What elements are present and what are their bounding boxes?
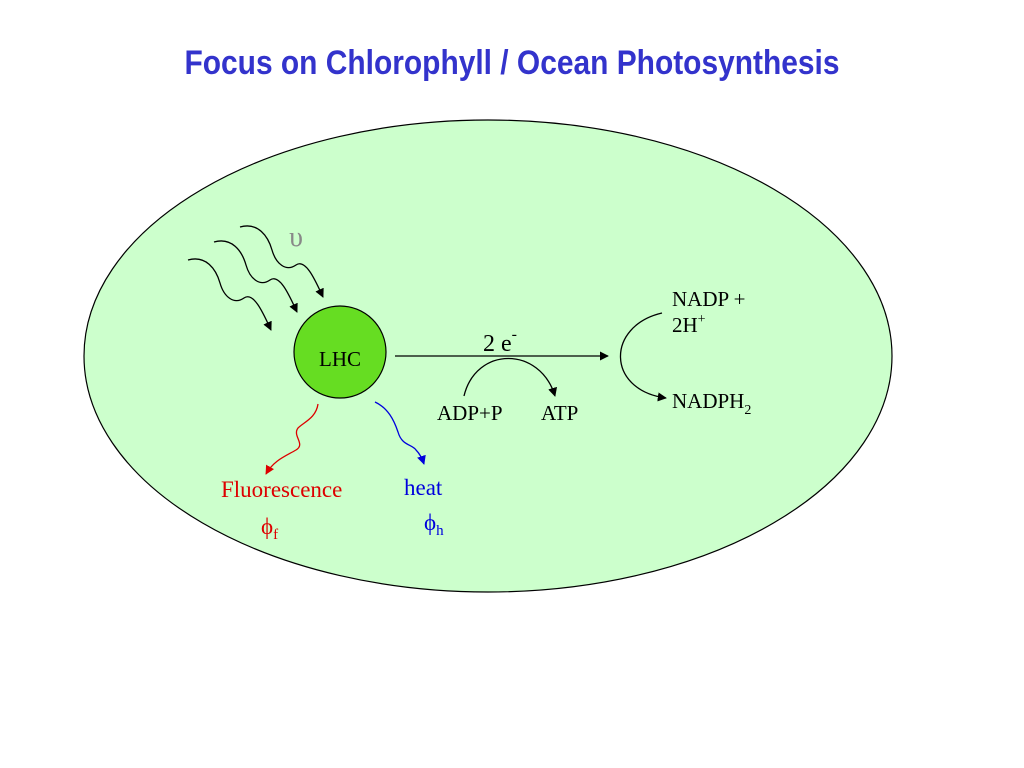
nadph-text: NADPH [672, 389, 744, 413]
hydrogen-charge-sup: + [698, 312, 706, 327]
page-title: Focus on Chlorophyll / Ocean Photosynthe… [184, 44, 840, 82]
nadph-label: NADPH2 [672, 389, 751, 418]
light-wave-arrow-2 [213, 240, 298, 313]
fluorescence-yield: ϕf [261, 514, 278, 543]
atp-label: ATP [541, 401, 578, 425]
light-wave-arrow-1 [239, 225, 324, 298]
fluorescence-label: Fluorescence [221, 477, 342, 502]
nadp-reduction-arrow [619, 312, 667, 402]
heat-arrow [374, 401, 426, 465]
atp-synthesis-arrow [463, 358, 557, 397]
nadp-reactant-line1: NADP + [672, 287, 746, 311]
fluorescence-phi: ϕ [261, 514, 273, 539]
nadph-subscript: 2 [744, 403, 751, 418]
electron-flow-label: 2 e- [483, 326, 517, 357]
adp-label: ADP+P [437, 401, 503, 425]
lhc-label: LHC [319, 347, 361, 371]
electron-charge-sup: - [512, 326, 517, 343]
lhc-circle [293, 305, 387, 399]
hydrogen-text: 2H [672, 313, 698, 337]
heat-yield: ϕh [424, 510, 444, 539]
electron-count-text: 2 e [483, 331, 512, 357]
light-wave-arrow-3 [187, 258, 272, 331]
heat-label: heat [404, 475, 443, 500]
heat-phi: ϕ [424, 510, 436, 535]
fluorescence-arrow [265, 403, 319, 475]
fluorescence-subscript: f [273, 527, 278, 543]
light-symbol: υ [289, 222, 303, 253]
heat-subscript: h [436, 523, 444, 539]
incoming-light-arrows [187, 225, 324, 331]
nadp-reactant-line2: 2H+ [672, 312, 706, 337]
